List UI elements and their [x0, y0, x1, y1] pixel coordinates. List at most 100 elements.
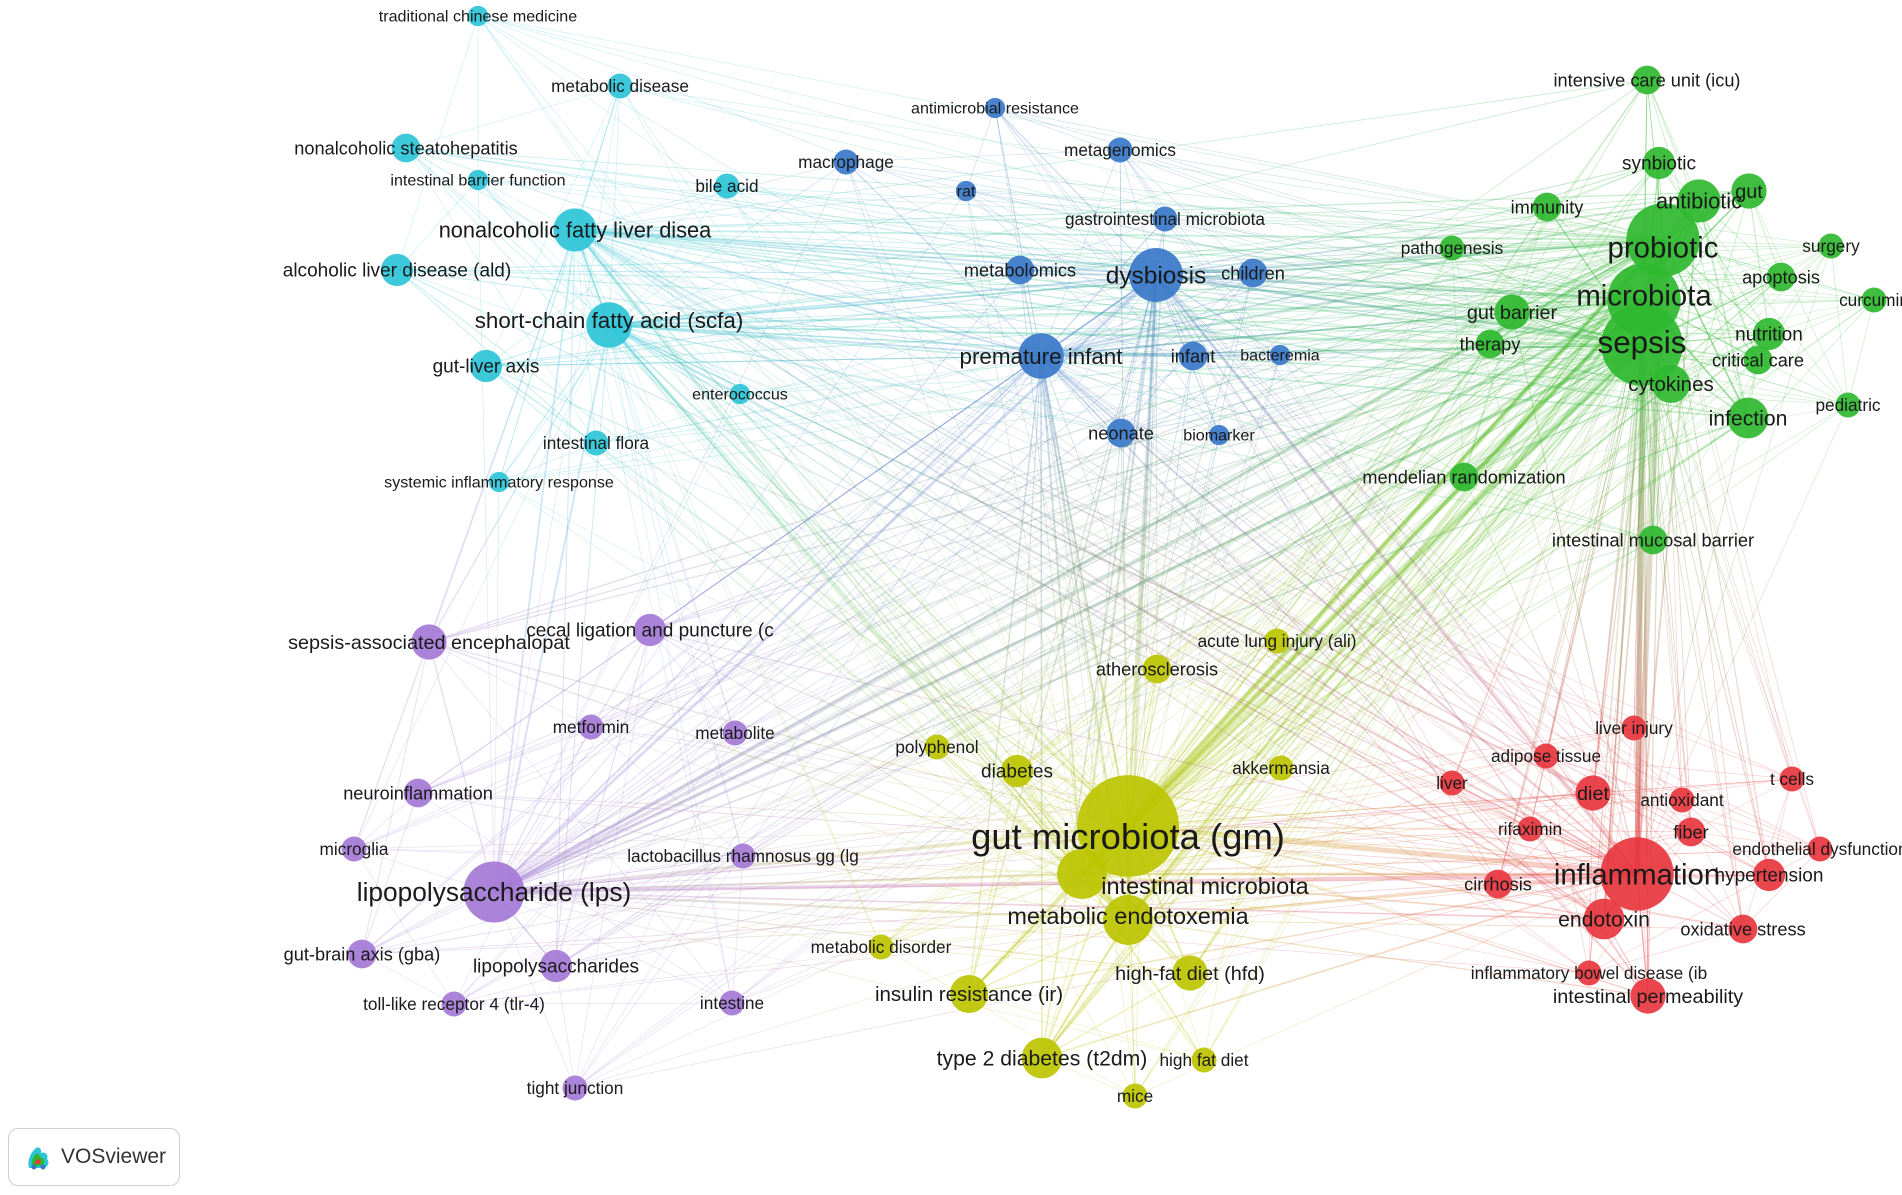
node-metabolic-disease[interactable]	[607, 73, 633, 99]
label-acute-lung-injury[interactable]: acute lung injury (ali)	[1198, 631, 1357, 651]
label-liver-injury[interactable]: liver injury	[1595, 718, 1673, 738]
label-metabolomics[interactable]: metabolomics	[964, 260, 1076, 280]
label-bile-acid[interactable]: bile acid	[695, 176, 758, 196]
node-therapy[interactable]	[1475, 329, 1505, 359]
node-t2dm[interactable]	[1021, 1037, 1063, 1079]
node-infection[interactable]	[1727, 397, 1769, 439]
node-tight-junction[interactable]	[562, 1075, 588, 1101]
label-enterococcus[interactable]: enterococcus	[692, 386, 788, 404]
label-nutrition[interactable]: nutrition	[1735, 325, 1803, 346]
label-apoptosis[interactable]: apoptosis	[1742, 267, 1820, 287]
label-intestinal-barrier-function[interactable]: intestinal barrier function	[390, 172, 565, 190]
node-gut-barrier[interactable]	[1494, 294, 1530, 330]
node-atherosclerosis[interactable]	[1142, 654, 1172, 684]
label-infection[interactable]: infection	[1709, 407, 1788, 430]
label-metabolite[interactable]: metabolite	[695, 723, 774, 743]
label-nonalcoholic-steatohepatitis[interactable]: nonalcoholic steatohepatitis	[294, 138, 517, 158]
label-high-fat-diet-hfd[interactable]: high-fat diet (hfd)	[1115, 963, 1265, 985]
node-inflammatory-bowel-disease[interactable]	[1576, 960, 1602, 986]
node-nonalcoholic-steatohepatitis[interactable]	[391, 133, 421, 163]
node-premature-infant[interactable]	[1018, 333, 1064, 379]
node-lps[interactable]	[463, 861, 525, 923]
node-high-fat-diet-hfd[interactable]	[1172, 955, 1208, 991]
label-critical-care[interactable]: critical care	[1712, 350, 1804, 370]
label-systemic-inflammatory-response[interactable]: systemic inflammatory response	[384, 474, 614, 492]
label-endothelial-dysfunction[interactable]: endothelial dysfunction	[1732, 839, 1902, 859]
node-neuroinflammation[interactable]	[403, 778, 433, 808]
label-neuroinflammation[interactable]: neuroinflammation	[343, 783, 493, 803]
vosviewer-badge[interactable]: VOSviewer	[8, 1128, 180, 1186]
label-antibiotic[interactable]: antibiotic	[1656, 189, 1742, 214]
label-gastrointestinal-microbiota[interactable]: gastrointestinal microbiota	[1065, 209, 1265, 229]
label-metabolic-endotoxemia[interactable]: metabolic endotoxemia	[1007, 903, 1249, 929]
node-intensive-care-unit[interactable]	[1632, 65, 1662, 95]
node-intestinal-barrier-function[interactable]	[467, 169, 489, 191]
label-tight-junction[interactable]: tight junction	[527, 1078, 624, 1098]
label-infant[interactable]: infant	[1171, 346, 1216, 366]
node-antibiotic[interactable]	[1677, 179, 1721, 223]
label-premature-infant[interactable]: premature infant	[960, 344, 1124, 369]
label-microglia[interactable]: microglia	[320, 839, 389, 859]
label-therapy[interactable]: therapy	[1460, 334, 1522, 354]
node-insulin-resistance[interactable]	[949, 974, 989, 1014]
label-metformin[interactable]: metformin	[553, 717, 630, 737]
label-pediatric[interactable]: pediatric	[1815, 395, 1880, 415]
label-rat[interactable]: rat	[957, 183, 976, 201]
node-rat[interactable]	[955, 180, 977, 202]
node-endotoxin[interactable]	[1583, 898, 1625, 940]
node-children[interactable]	[1238, 258, 1268, 288]
node-tlr4[interactable]	[441, 991, 467, 1017]
node-intestinal-permeability[interactable]	[1630, 978, 1666, 1014]
node-gut-microbiota[interactable]	[1077, 775, 1179, 877]
node-traditional-chinese-medicine[interactable]	[467, 5, 489, 27]
node-diet[interactable]	[1575, 775, 1611, 811]
node-pathogenesis[interactable]	[1439, 235, 1465, 261]
node-infant[interactable]	[1178, 341, 1208, 371]
node-nutrition[interactable]	[1752, 317, 1786, 351]
node-metabolomics[interactable]	[1005, 255, 1035, 285]
label-akkermansia[interactable]: akkermansia	[1232, 758, 1330, 778]
label-t-cells[interactable]: t cells	[1770, 769, 1814, 789]
label-intensive-care-unit[interactable]: intensive care unit (icu)	[1553, 70, 1740, 90]
node-lipopolysaccharides[interactable]	[539, 949, 573, 983]
node-liver-injury[interactable]	[1621, 715, 1647, 741]
label-sepsis[interactable]: sepsis	[1598, 325, 1687, 360]
node-intestinal-microbiota[interactable]	[1057, 849, 1107, 899]
label-hypertension[interactable]: hypertension	[1715, 866, 1824, 887]
node-neonate[interactable]	[1106, 418, 1136, 448]
node-gut-liver-axis[interactable]	[469, 349, 503, 383]
node-probiotic[interactable]	[1626, 203, 1700, 277]
label-gut-microbiota[interactable]: gut microbiota (gm)	[971, 816, 1285, 857]
node-systemic-inflammatory-response[interactable]	[488, 471, 510, 493]
node-apoptosis[interactable]	[1766, 262, 1796, 292]
node-mendelian-randomization[interactable]	[1449, 462, 1479, 492]
node-liver[interactable]	[1439, 770, 1465, 796]
node-gut-brain-axis[interactable]	[347, 939, 377, 969]
node-immunity[interactable]	[1532, 192, 1562, 222]
node-cirrhosis[interactable]	[1483, 869, 1513, 899]
node-high-fat-diet[interactable]	[1191, 1047, 1217, 1073]
label-traditional-chinese-medicine[interactable]: traditional chinese medicine	[379, 8, 577, 26]
label-gut-brain-axis[interactable]: gut-brain axis (gba)	[284, 944, 441, 964]
label-bacteremia[interactable]: bacteremia	[1240, 347, 1320, 365]
label-intestinal-permeability[interactable]: intestinal permeability	[1553, 986, 1743, 1008]
label-intestinal-microbiota[interactable]: intestinal microbiota	[1101, 873, 1309, 899]
label-intestinal-mucosal-barrier[interactable]: intestinal mucosal barrier	[1552, 530, 1754, 550]
label-gut[interactable]: gut	[1735, 181, 1763, 203]
node-cytokines[interactable]	[1651, 364, 1691, 404]
label-dysbiosis[interactable]: dysbiosis	[1106, 263, 1207, 290]
label-metabolic-disorder[interactable]: metabolic disorder	[811, 937, 952, 957]
node-antioxidant[interactable]	[1669, 787, 1695, 813]
label-probiotic[interactable]: probiotic	[1608, 231, 1719, 264]
label-antimicrobial-resistance[interactable]: antimicrobial resistance	[911, 100, 1079, 118]
node-pediatric[interactable]	[1835, 392, 1861, 418]
node-antimicrobial-resistance[interactable]	[984, 97, 1006, 119]
node-diabetes[interactable]	[1000, 754, 1034, 788]
label-gut-liver-axis[interactable]: gut-liver axis	[433, 357, 540, 378]
label-mendelian-randomization[interactable]: mendelian randomization	[1362, 467, 1565, 487]
node-bile-acid[interactable]	[714, 173, 740, 199]
label-cirrhosis[interactable]: cirrhosis	[1464, 874, 1532, 894]
label-nonalcoholic-fatty-liver[interactable]: nonalcoholic fatty liver disea	[439, 218, 712, 243]
node-metabolite[interactable]	[722, 720, 748, 746]
node-metabolic-disorder[interactable]	[868, 934, 894, 960]
